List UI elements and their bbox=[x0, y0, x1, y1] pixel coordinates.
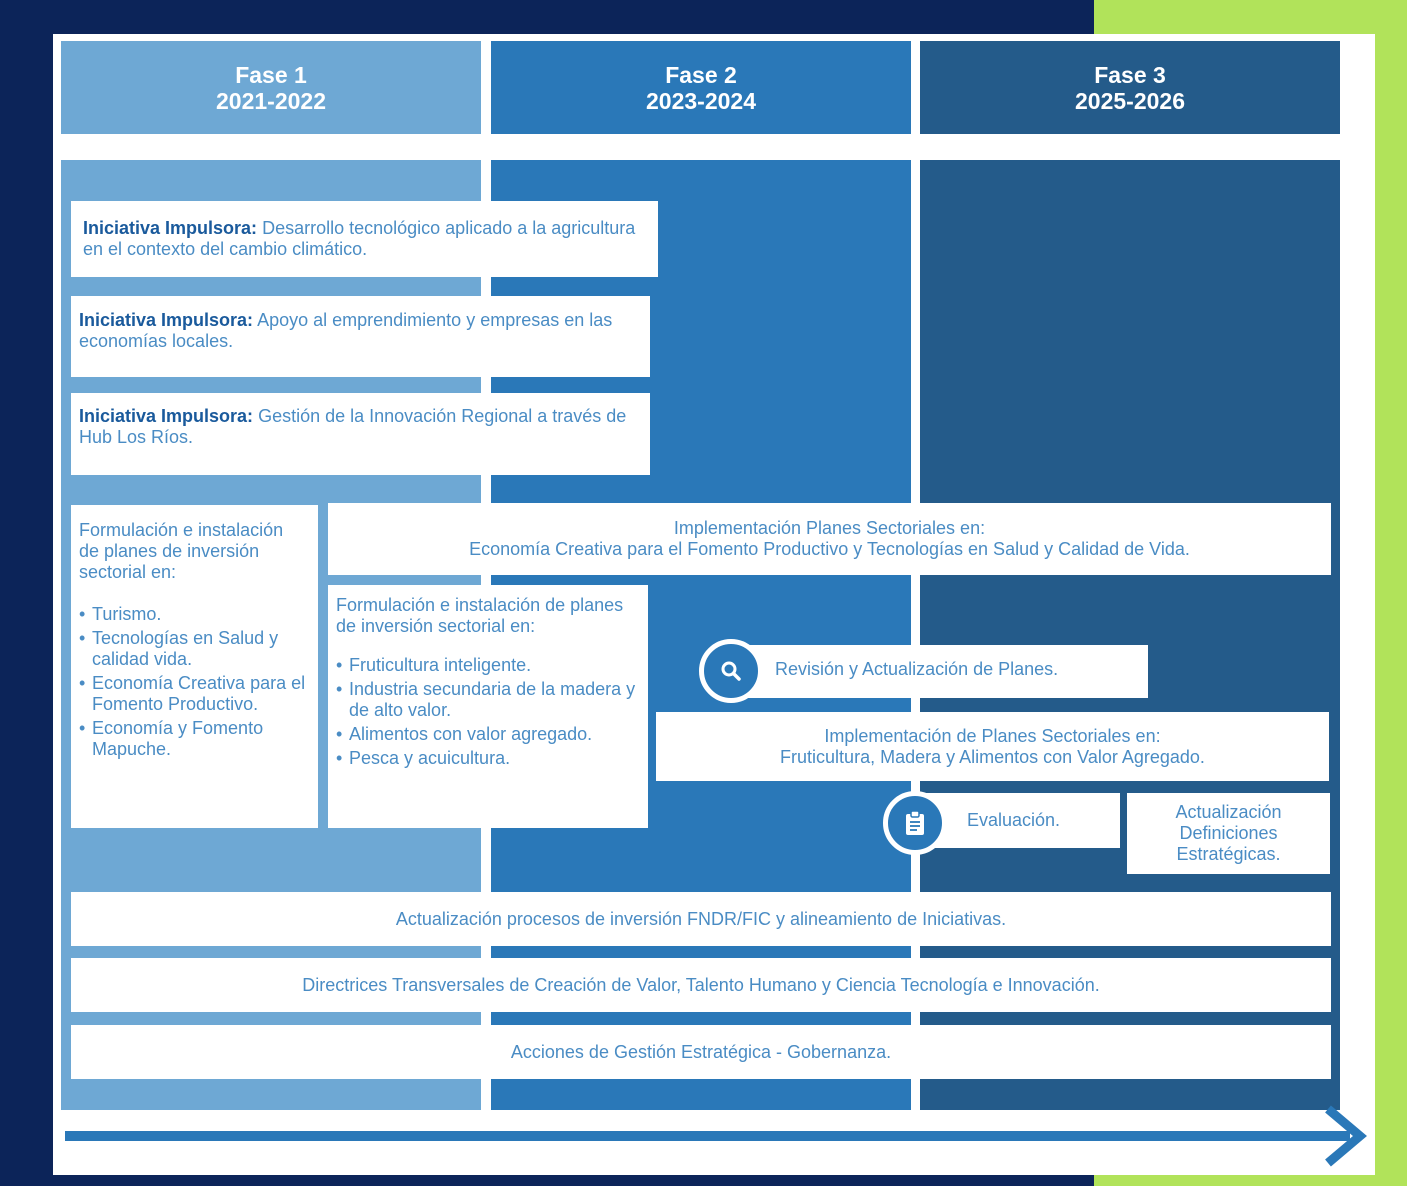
search-icon bbox=[699, 639, 763, 703]
formulation-2-heading: Formulación e instalación de planes de i… bbox=[336, 595, 624, 636]
implementation-card-1: Implementación Planes Sectoriales en: Ec… bbox=[328, 503, 1331, 575]
clipboard-icon bbox=[883, 791, 947, 855]
initiative-2-text: Apoyo al emprendimiento y empresas en la… bbox=[79, 310, 613, 351]
initiative-card-1: Iniciativa Impulsora: Desarrollo tecnoló… bbox=[71, 201, 658, 277]
review-card: Revisión y Actualización de Planes. bbox=[731, 645, 1148, 698]
phase-2-years: 2023-2024 bbox=[646, 87, 756, 114]
formulation-1-list: Turismo. Tecnologías en Salud y calidad … bbox=[79, 604, 308, 760]
initiative-3-text: Gestión de la Innovación Regional a trav… bbox=[79, 406, 627, 447]
formulation-card-phase-1: Formulación e instalación de planes de i… bbox=[71, 505, 318, 828]
timeline-arrow bbox=[65, 1105, 1367, 1167]
formulation-2-item: Industria secundaria de la madera y de a… bbox=[336, 679, 640, 721]
formulation-1-item: Economía Creativa para el Fomento Produc… bbox=[79, 673, 308, 715]
formulation-1-item: Turismo. bbox=[79, 604, 308, 625]
formulation-2-item: Alimentos con valor agregado. bbox=[336, 724, 640, 745]
implementation-card-2: Implementación de Planes Sectoriales en:… bbox=[656, 712, 1329, 781]
initiative-card-2: Iniciativa Impulsora: Apoyo al emprendim… bbox=[71, 296, 650, 377]
formulation-2-item: Pesca y acuicultura. bbox=[336, 748, 640, 769]
phase-2-name: Fase 2 bbox=[665, 61, 737, 88]
transversal-bar-1: Actualización procesos de inversión FNDR… bbox=[71, 892, 1331, 946]
transversal-3-text: Acciones de Gestión Estratégica - Gobern… bbox=[510, 1041, 892, 1062]
implementation-2-detail: Fruticultura, Madera y Alimentos con Val… bbox=[780, 746, 1205, 767]
implementation-1-detail: Economía Creativa para el Fomento Produc… bbox=[469, 539, 1190, 559]
initiative-1-label: Iniciativa Impulsora: bbox=[83, 218, 258, 238]
implementation-1-title: Implementación Planes Sectoriales en: bbox=[673, 518, 986, 538]
phase-3-header: Fase 3 2025-2026 bbox=[920, 41, 1340, 134]
initiative-card-3: Iniciativa Impulsora: Gestión de la Inno… bbox=[71, 393, 650, 475]
formulation-1-heading: Formulación e instalación de planes de i… bbox=[79, 520, 284, 582]
formulation-2-item: Fruticultura inteligente. bbox=[336, 655, 640, 676]
phase-1-header: Fase 1 2021-2022 bbox=[61, 41, 481, 134]
formulation-2-list: Fruticultura inteligente. Industria secu… bbox=[336, 655, 640, 769]
formulation-card-phase-2: Formulación e instalación de planes de i… bbox=[328, 585, 648, 828]
phase-2-header: Fase 2 2023-2024 bbox=[491, 41, 911, 134]
evaluation-card: Evaluación. bbox=[913, 793, 1120, 848]
review-text: Revisión y Actualización de Planes. bbox=[775, 659, 1059, 679]
phase-1-name: Fase 1 bbox=[235, 61, 307, 88]
formulation-1-item: Economía y Fomento Mapuche. bbox=[79, 718, 308, 760]
phase-3-years: 2025-2026 bbox=[1075, 87, 1185, 114]
update-definitions-card: Actualización Definiciones Estratégicas. bbox=[1127, 793, 1330, 874]
transversal-1-text: Actualización procesos de inversión FNDR… bbox=[395, 908, 1007, 929]
transversal-bar-3: Acciones de Gestión Estratégica - Gobern… bbox=[71, 1025, 1331, 1079]
phase-3-name: Fase 3 bbox=[1094, 61, 1166, 88]
evaluation-text: Evaluación. bbox=[967, 810, 1061, 830]
phase-3-column bbox=[920, 160, 1340, 1110]
initiative-1-text: Desarrollo tecnológico aplicado a la agr… bbox=[83, 218, 636, 259]
transversal-2-text: Directrices Transversales de Creación de… bbox=[302, 974, 1100, 995]
phase-1-years: 2021-2022 bbox=[216, 87, 326, 114]
implementation-2-title: Implementación de Planes Sectoriales en: bbox=[824, 725, 1161, 746]
update-definitions-text: Actualización Definiciones Estratégicas. bbox=[1175, 802, 1282, 864]
initiative-2-label: Iniciativa Impulsora: bbox=[79, 310, 254, 330]
transversal-bar-2: Directrices Transversales de Creación de… bbox=[71, 958, 1331, 1012]
initiative-3-label: Iniciativa Impulsora: bbox=[79, 406, 254, 426]
formulation-1-item: Tecnologías en Salud y calidad vida. bbox=[79, 628, 308, 670]
